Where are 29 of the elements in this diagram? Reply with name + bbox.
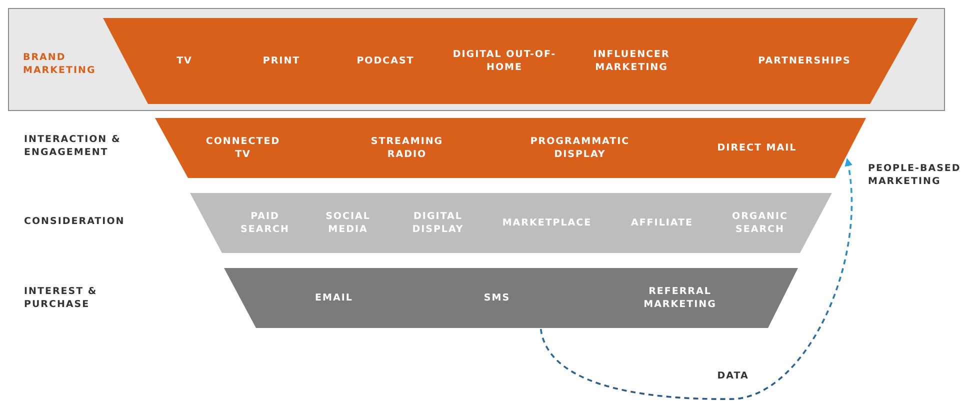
channel-label: DIGITAL OUT-OF-HOME [452, 48, 558, 74]
channel-label: PARTNERSHIPS [757, 54, 852, 67]
channel-label: SOCIAL MEDIA [324, 210, 372, 236]
channel-label: INFLUENCER MARKETING [592, 48, 671, 74]
channel-label: AFFILIATE [630, 216, 694, 230]
funnel-band [155, 118, 867, 178]
channel-label: SMS [482, 292, 512, 304]
channel-label: PROGRAMMATIC DISPLAY [529, 135, 631, 161]
channel-label: PODCAST [356, 54, 416, 67]
funnel-band [224, 268, 799, 328]
funnel-band [190, 193, 833, 253]
channel-label: MARKETPLACE [501, 216, 593, 230]
channel-label: REFERRAL MARKETING [642, 285, 718, 311]
stage-panel [8, 8, 945, 111]
channel-label: ORGANIC SEARCH [731, 210, 789, 236]
stage-label: INTEREST & PURCHASE [24, 285, 98, 311]
channel-label: STREAMING RADIO [370, 135, 444, 161]
stage-label: CONSIDERATION [24, 215, 126, 228]
channel-label: DIGITAL DISPLAY [411, 210, 465, 236]
channel-label: CONNECTED TV [204, 135, 282, 161]
channel-label: PAID SEARCH [240, 210, 290, 236]
dashed-arrow [540, 158, 852, 400]
channel-label: EMAIL [314, 292, 354, 304]
stage-label: BRAND MARKETING [23, 51, 97, 77]
stage-label: PEOPLE-BASED MARKETING [868, 162, 962, 188]
channel-label: DIRECT MAIL [716, 142, 798, 154]
stage-label: INTERACTION & ENGAGEMENT [24, 133, 122, 159]
channel-label: TV [176, 54, 194, 67]
channel-label: PRINT [262, 54, 302, 67]
